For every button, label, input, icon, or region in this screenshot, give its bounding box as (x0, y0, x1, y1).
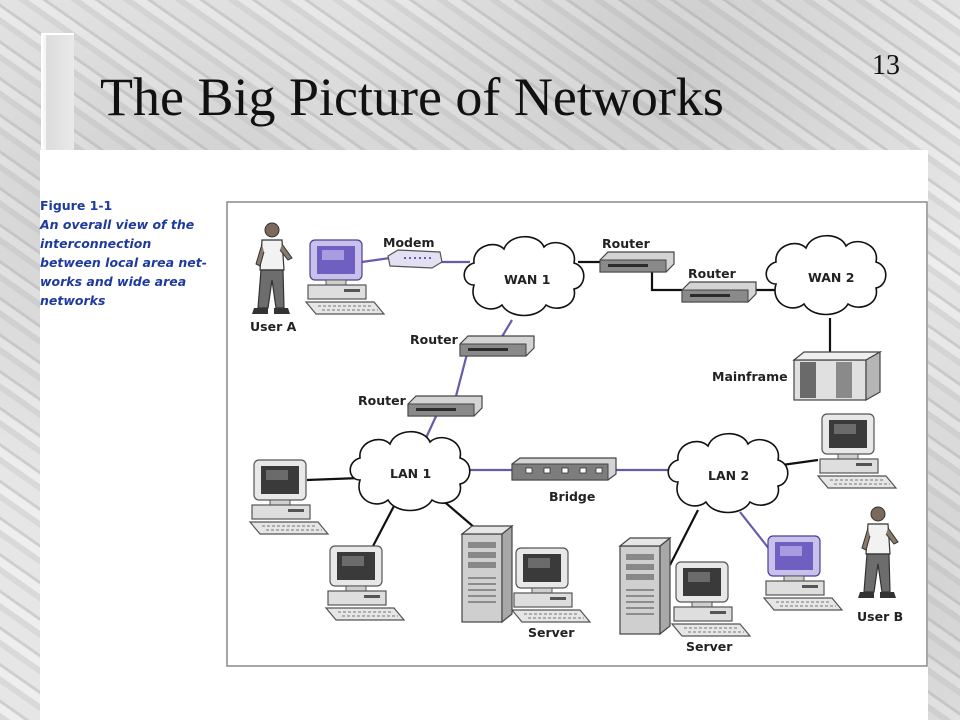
mainframe-icon (792, 350, 883, 402)
bridge-icon (511, 457, 617, 481)
router-low-label: Router (358, 393, 407, 408)
slide-number: 13 (872, 50, 900, 81)
wan1-label: WAN 1 (504, 272, 550, 287)
title-accent-bar (41, 33, 74, 152)
router-mid-label: Router (410, 332, 459, 347)
figure-caption-text: An overall view of the interconnection b… (40, 217, 207, 308)
user-a-label: User A (250, 319, 297, 334)
server-2-tower-icon (619, 537, 671, 635)
server-1-label: Server (528, 625, 575, 640)
user-b-label: User B (857, 609, 903, 624)
modem-label: Modem (383, 235, 434, 250)
router-right-label: Router (688, 266, 737, 281)
router-right-icon (681, 281, 757, 303)
server-2-label: Server (686, 639, 733, 654)
router-low-icon (407, 395, 483, 417)
figure-caption: Figure 1-1 An overall view of the interc… (40, 196, 210, 310)
wan2-label: WAN 2 (808, 270, 854, 285)
mainframe-label: Mainframe (712, 369, 788, 384)
figure-label: Figure 1-1 (40, 198, 113, 213)
router-mid-icon (459, 335, 535, 357)
router-top-label: Router (602, 236, 651, 251)
server-1-tower-icon (461, 525, 513, 623)
bridge-label: Bridge (549, 489, 595, 504)
modem-icon (387, 249, 443, 269)
slide-title: The Big Picture of Networks (100, 67, 724, 127)
lan1-label: LAN 1 (390, 466, 431, 481)
router-top-icon (599, 251, 675, 273)
lan2-label: LAN 2 (708, 468, 749, 483)
